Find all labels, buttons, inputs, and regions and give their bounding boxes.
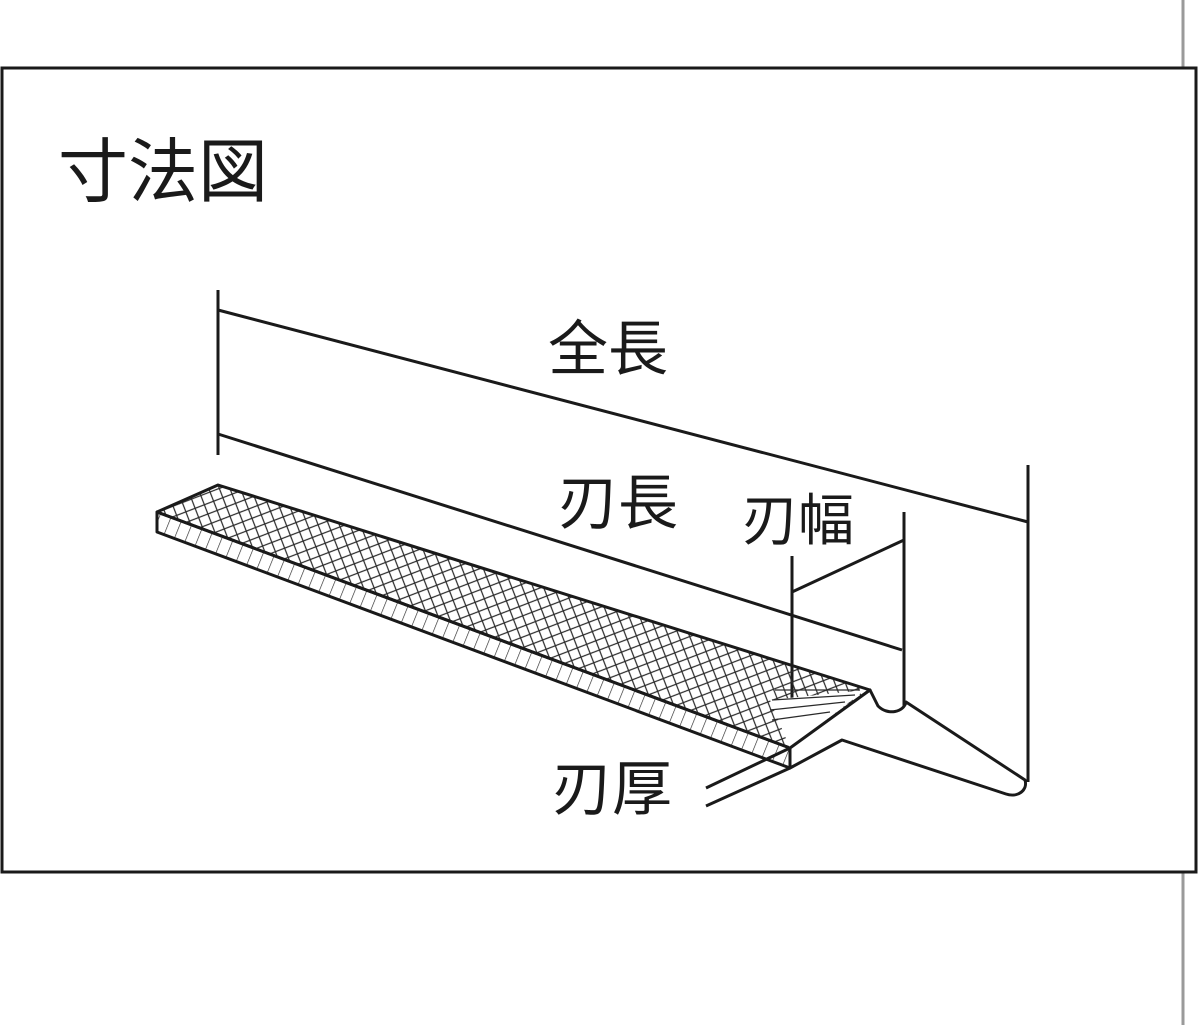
- diagram-title: 寸法図: [58, 131, 268, 213]
- tang-edge-line: [841, 739, 1007, 795]
- file-tang: [788, 688, 1028, 797]
- blade-length-label: 刃長: [558, 469, 678, 539]
- blade-width-dimension-line: [791, 538, 905, 594]
- blade-length-dimension-line: [217, 432, 903, 652]
- blade-width-label: 刃幅: [742, 489, 854, 554]
- diagram-frame: [0, 66, 1198, 874]
- overall-length-label: 全長: [548, 315, 668, 385]
- overall-length-dimension-line: [217, 308, 1029, 524]
- blade-thickness-leader-lower: [705, 766, 791, 808]
- file-heel-shading: [770, 690, 865, 748]
- blade-thickness-leader-upper: [705, 746, 791, 790]
- blade-thickness-label: 刃厚: [552, 755, 672, 825]
